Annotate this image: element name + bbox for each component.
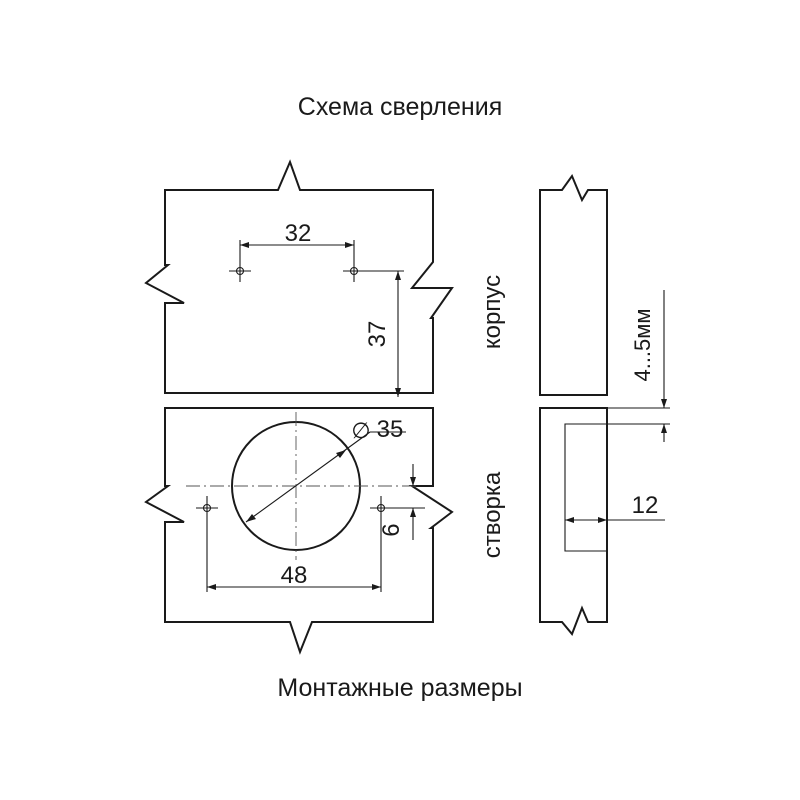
dimension-12 (565, 517, 665, 523)
diagram-title: Схема сверления (297, 93, 503, 121)
dimension-32 (239, 240, 355, 262)
door-hole-right (370, 496, 425, 520)
cabinet-label: корпус (479, 275, 506, 349)
door-label: створка (479, 471, 506, 558)
dimension-48-label: 48 (281, 562, 308, 589)
dimension-35 (245, 431, 406, 523)
dimension-6-label: 6 (378, 523, 405, 536)
door-side-profile (539, 407, 608, 636)
dimension-37-label: 37 (364, 321, 391, 348)
diagram-caption: Монтажные размеры (277, 674, 523, 702)
dimension-32-label: 32 (285, 220, 312, 247)
cabinet-side-profile (539, 173, 608, 396)
door-hole-left (196, 496, 218, 520)
cabinet-hole-left (229, 262, 251, 282)
cabinet-hole-right (343, 262, 370, 282)
dimension-12-label: 12 (632, 492, 659, 519)
door-panel-outline (144, 407, 454, 655)
dimension-35-symbol: ∅ (351, 418, 370, 443)
dimension-6 (410, 464, 424, 540)
cup-pocket (564, 423, 607, 552)
dimension-37 (370, 270, 404, 397)
dimension-gap (607, 290, 670, 442)
dimension-48 (206, 520, 382, 592)
dimension-35-label: 35 (377, 416, 404, 443)
dimension-gap-label: 4...5мм (630, 308, 655, 381)
cabinet-panel-outline (144, 159, 454, 394)
